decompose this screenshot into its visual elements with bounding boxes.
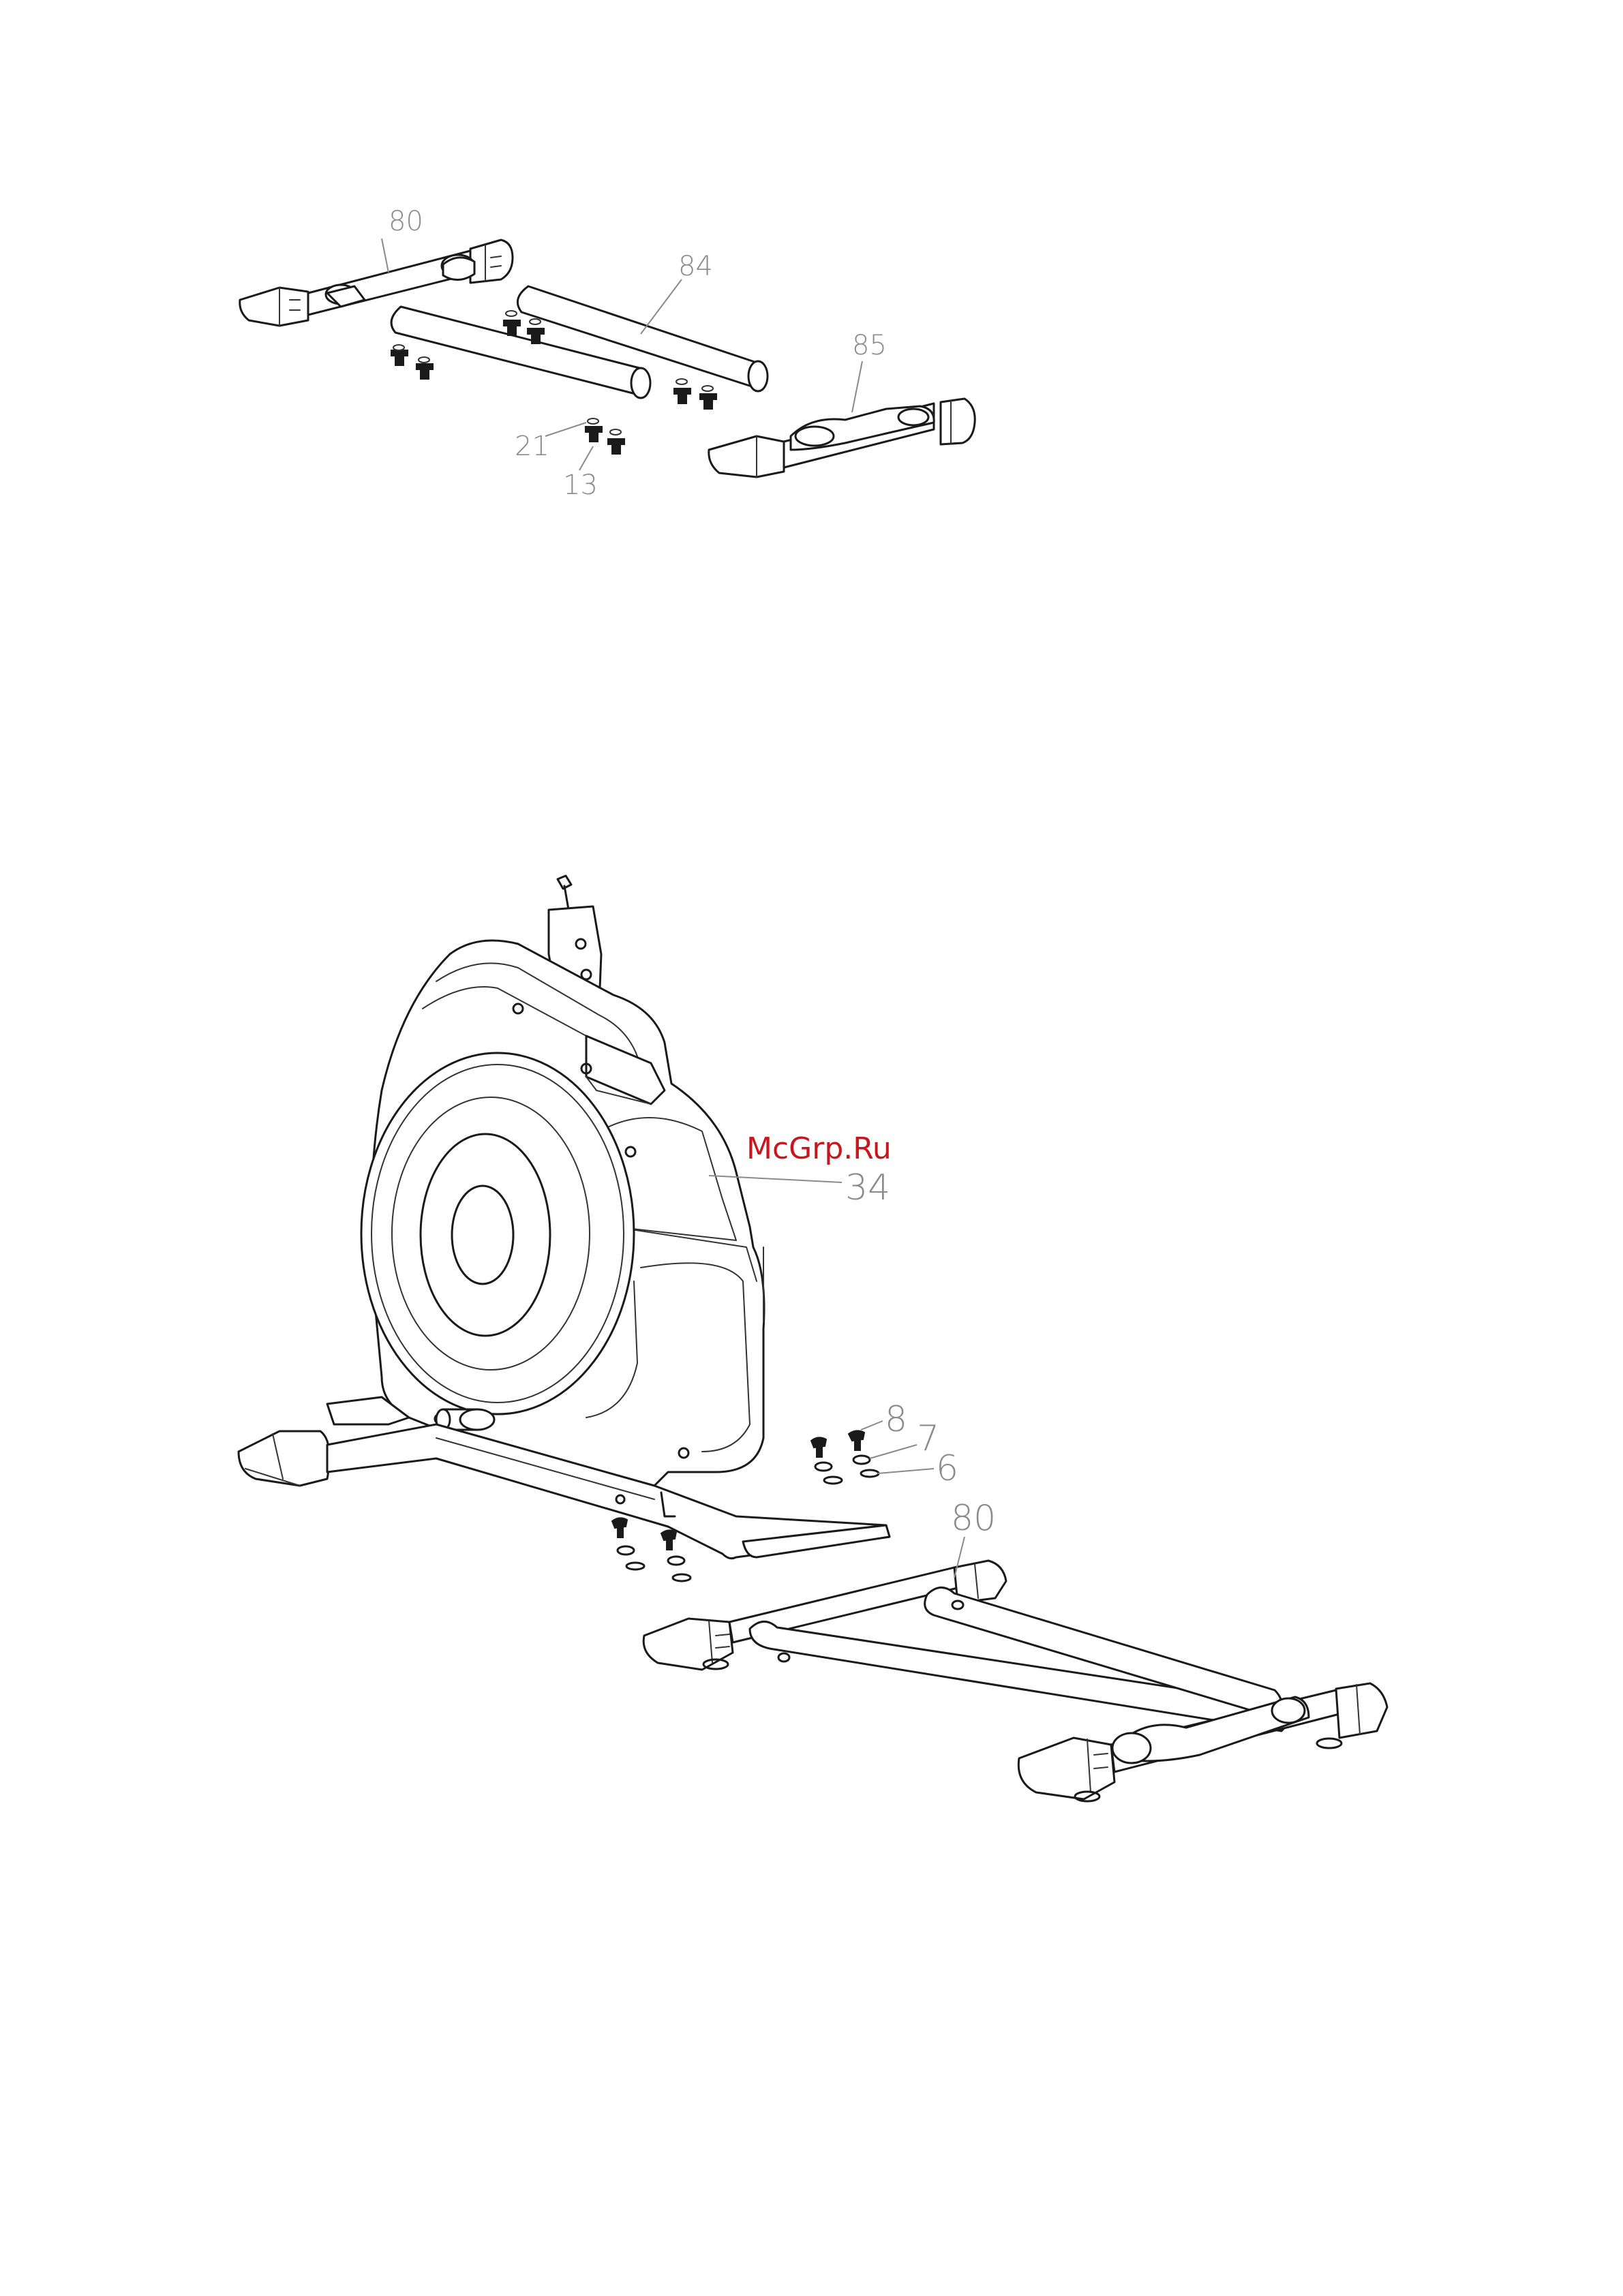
tubes-part-84 [391, 286, 768, 398]
callout-8: 8 [885, 1399, 907, 1440]
callout-80-top: 80 [389, 206, 423, 237]
callout-80-bottom: 80 [951, 1498, 996, 1539]
callout-85: 85 [852, 330, 887, 361]
front-stabilizer-part-80 [240, 240, 513, 326]
rear-stabilizer-part-85 [709, 399, 975, 477]
callout-84: 84 [678, 251, 713, 282]
main-body-part-34 [361, 940, 764, 1489]
callout-34: 34 [845, 1167, 890, 1208]
callout-21: 21 [515, 431, 549, 462]
stabilizer-assembly-part-80 [643, 1561, 1387, 1801]
callout-6: 6 [936, 1448, 958, 1489]
bottom-assembly-view: 34 8 7 6 80 [239, 876, 1387, 1801]
callout-13: 13 [563, 470, 598, 501]
watermark-logo: McGrp.Ru [746, 1131, 892, 1166]
top-exploded-view: 80 84 85 21 13 [240, 206, 975, 501]
